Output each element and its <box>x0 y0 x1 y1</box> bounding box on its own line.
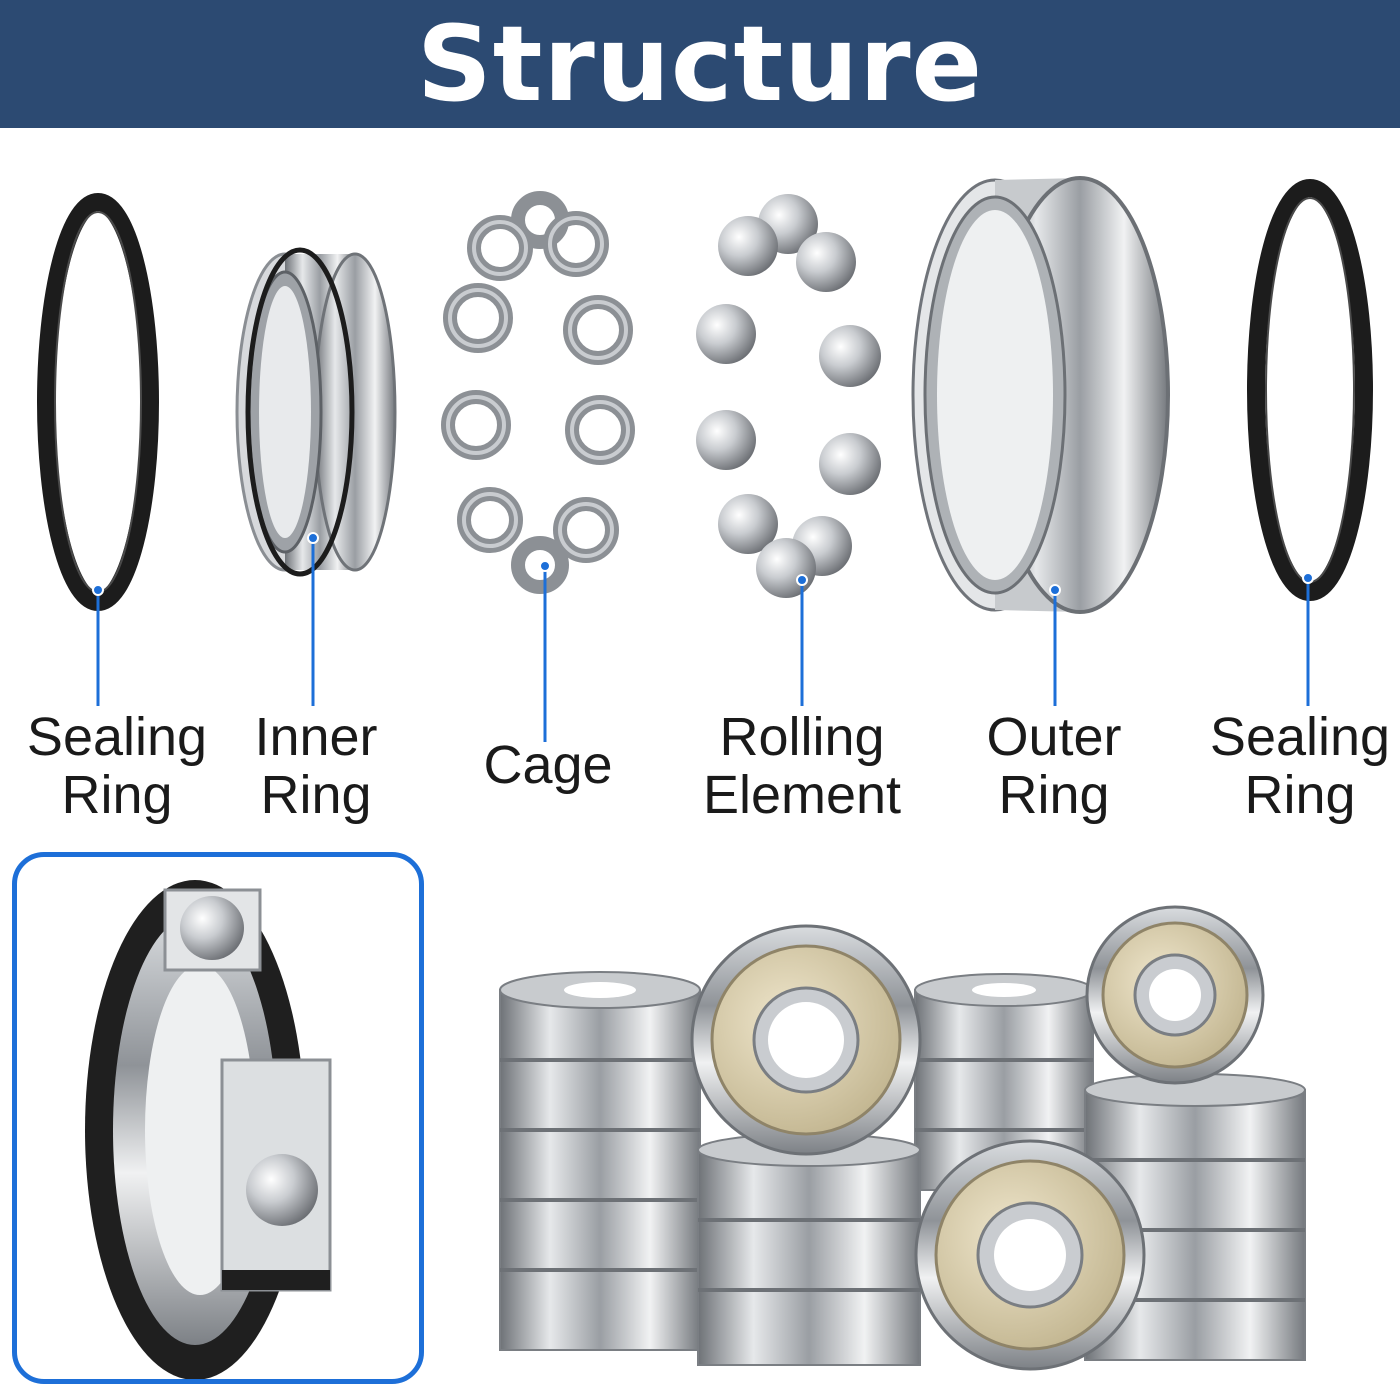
label-outer-ring: Outer Ring <box>986 707 1122 825</box>
label-rolling-element: Rolling Element <box>702 707 902 825</box>
sealing-ring-right-image <box>1247 179 1373 601</box>
sealing-ring-left-image <box>37 193 159 611</box>
leader-dots <box>92 532 1314 596</box>
cutaway-callout-frame <box>12 852 424 1384</box>
page-title: Structure <box>416 3 984 125</box>
label-inner-ring: Inner Ring <box>254 707 378 825</box>
rolling-element-image <box>696 194 881 598</box>
cage-highlight <box>446 216 630 558</box>
leader-lines <box>96 538 1310 742</box>
inner-ring-image <box>235 247 397 577</box>
bearing-pile-image <box>499 905 1306 1371</box>
structure-illustration <box>37 176 1373 1380</box>
label-sealing-ring-right: Sealing Ring <box>1209 707 1391 825</box>
cutaway-bearing-image <box>85 880 332 1380</box>
label-sealing-ring-left: Sealing Ring <box>26 707 208 825</box>
label-cage: Cage <box>483 735 613 795</box>
header-banner: Structure <box>0 0 1400 128</box>
outer-ring-image <box>911 176 1170 614</box>
